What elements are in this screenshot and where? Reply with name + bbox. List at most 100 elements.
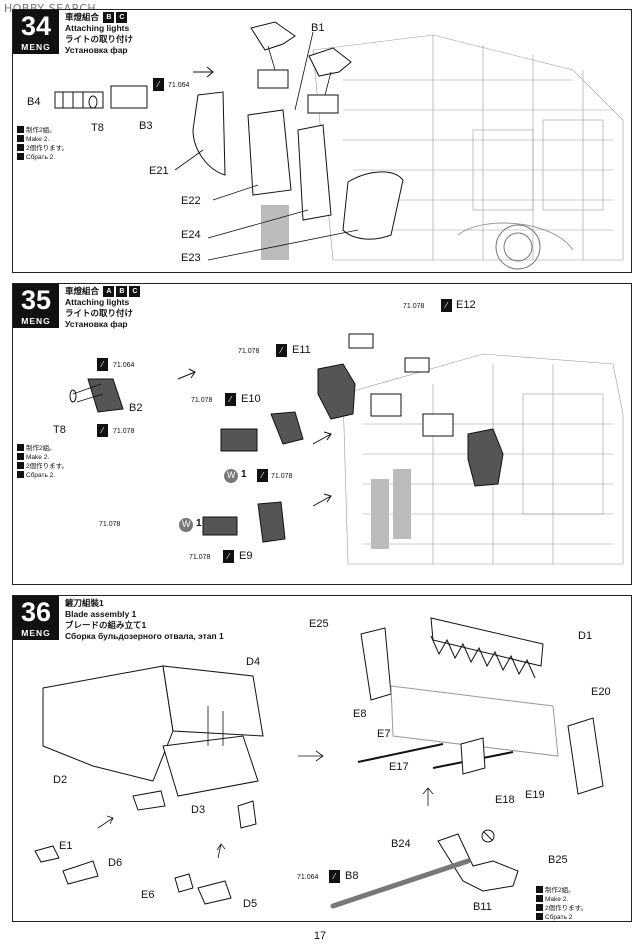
step-number: 34 xyxy=(20,11,52,41)
part-e25 xyxy=(360,627,392,701)
step-badge: 36 MENG xyxy=(13,596,59,640)
symbol-w: W xyxy=(182,519,191,529)
part-label-b24: B24 xyxy=(391,838,411,850)
title-ru: Установка фар xyxy=(65,319,128,329)
title-ru: Установка фар xyxy=(65,45,128,55)
lamp-part xyxy=(348,333,374,349)
part-label-d2: D2 xyxy=(53,774,68,786)
part-label-d5: D5 xyxy=(243,898,258,910)
step-badge: 34 MENG xyxy=(13,10,59,54)
paint-code: 71.078 xyxy=(189,554,211,561)
part-label-d4: D4 xyxy=(246,656,261,668)
leader-line xyxy=(207,229,359,261)
step-35-diagram xyxy=(69,333,624,565)
paint-code: 71.078 xyxy=(99,521,121,528)
part-label-b2: B2 xyxy=(129,402,143,414)
part-label-e11: E11 xyxy=(292,344,311,356)
part-b1 xyxy=(308,47,352,77)
part-label-b25: B25 xyxy=(548,854,568,866)
step-arrows xyxy=(177,368,332,507)
part-d3 xyxy=(162,735,259,797)
part-label-e10: E10 xyxy=(241,393,261,405)
brand-logo: MENG xyxy=(21,628,51,638)
part-label-b3: B3 xyxy=(139,120,153,132)
blade-teeth xyxy=(430,635,536,679)
part-label-e21: E21 xyxy=(149,165,169,177)
title-cn: 鏟刀組裝1 xyxy=(65,598,104,608)
part-label-e17: E17 xyxy=(389,761,409,773)
part-d6 xyxy=(62,860,99,885)
paint-code: 71.064 xyxy=(113,362,135,369)
part-e12 xyxy=(467,428,504,487)
part-label-e9: E9 xyxy=(239,550,253,562)
paint-brush-icon: ⁄ xyxy=(257,469,268,482)
version-badge: B xyxy=(103,12,115,23)
step-number: 36 xyxy=(20,597,52,627)
step-arrow xyxy=(193,66,214,78)
part-e10-lamp xyxy=(220,428,258,452)
leader-line xyxy=(294,31,314,111)
paint-brush-icon: ⁄ xyxy=(329,870,340,883)
title-ru: Сборка бульдозерного отвала, этап 1 xyxy=(65,631,224,641)
part-label-e20: E20 xyxy=(591,686,611,698)
part-label-e25: E25 xyxy=(309,618,329,630)
part-label-e24: E24 xyxy=(181,229,201,241)
title-en: Attaching lights xyxy=(65,297,130,307)
paint-code: 71.078 xyxy=(191,397,213,404)
make-note: 制作2組。 Make 2. 2個作ります。 Сбрать 2 xyxy=(536,886,587,921)
paint-code: 71.064 xyxy=(168,82,190,89)
lamp-housing xyxy=(307,94,339,114)
symbol-1: 1 xyxy=(196,518,202,529)
part-e1 xyxy=(34,845,60,863)
step-badge: 35 MENG xyxy=(13,284,59,328)
assembly-arrow xyxy=(97,815,114,829)
title-en: Attaching lights xyxy=(65,23,130,33)
title-cn: 車燈組合 xyxy=(65,12,100,22)
sprocket-hub xyxy=(503,232,533,262)
part-e10 xyxy=(270,411,304,445)
part-b25-bracket xyxy=(437,833,519,892)
background-vehicle-sketch xyxy=(312,34,624,261)
brand-logo: MENG xyxy=(21,42,51,52)
step-arrow xyxy=(298,750,324,762)
lamp-part xyxy=(404,357,430,373)
part-e17-rod xyxy=(357,743,444,763)
part-label-t8: T8 xyxy=(53,424,66,436)
part-label-e6: E6 xyxy=(141,889,155,901)
blade-frame xyxy=(390,685,559,757)
part-b3 xyxy=(110,85,148,109)
symbol-w: W xyxy=(227,470,236,480)
part-label-e1: E1 xyxy=(59,840,73,852)
paint-code: 71.078 xyxy=(238,348,260,355)
part-e23 xyxy=(342,171,404,240)
part-e6 xyxy=(174,873,194,893)
part-label-e7: E7 xyxy=(377,728,391,740)
part-label-d1: D1 xyxy=(578,630,593,642)
version-badge: C xyxy=(129,286,141,297)
part-t8 xyxy=(69,389,77,403)
part-b1 xyxy=(250,21,296,51)
make-note: 制作2組。 Make 2. 2個作ります。 Сбрать 2. xyxy=(17,126,68,162)
part-label-b4: B4 xyxy=(27,96,41,108)
paint-code: 71.078 xyxy=(403,303,425,310)
grille-panel xyxy=(261,205,289,260)
title-jp: ライトの取り付け xyxy=(65,34,134,44)
assembly-arrow xyxy=(324,71,332,96)
page-number: 17 xyxy=(313,930,327,942)
version-badge: C xyxy=(116,12,128,23)
part-label-e22: E22 xyxy=(181,195,201,207)
step-36-panel: 36 MENG 鏟刀組裝1 Blade assembly 1 ブレードの組み立て… xyxy=(12,595,632,922)
part-label-e23: E23 xyxy=(181,252,201,264)
paint-brush-icon: ⁄ xyxy=(441,299,452,312)
leader-line xyxy=(207,209,309,239)
part-label-b1: B1 xyxy=(311,22,325,34)
grille-panel xyxy=(371,479,389,549)
part-t8 xyxy=(88,95,98,109)
part-label-e18: E18 xyxy=(495,794,515,806)
make-note: 制作2組。 Make 2. 2個作ります。 Сбрать 2. xyxy=(17,444,68,480)
title-jp: ブレードの組み立て1 xyxy=(65,620,147,630)
step-arrow xyxy=(422,787,434,806)
part-label-e8: E8 xyxy=(353,708,367,720)
grille-panel xyxy=(393,469,411,539)
